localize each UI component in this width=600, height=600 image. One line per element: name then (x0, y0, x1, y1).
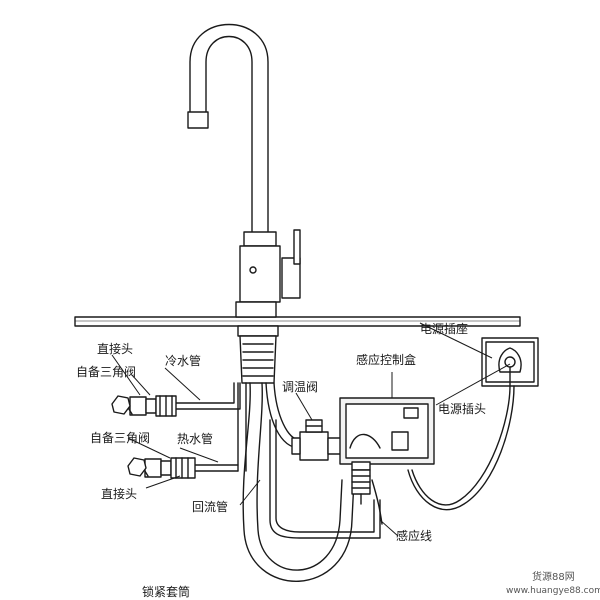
corner-valve-upper (111, 395, 177, 417)
label-power-socket: 电源插座 (420, 322, 469, 336)
sensor-control-box (339, 397, 435, 505)
label-return-pipe: 回流管 (192, 500, 229, 514)
temp-valve (291, 419, 343, 461)
gooseneck-spout (187, 23, 269, 236)
hot-water-line (194, 382, 247, 472)
sensor-wire (371, 479, 383, 525)
faucet-shank (237, 325, 279, 384)
label-lock-sleeve: 锁紧套筒 (142, 585, 191, 599)
corner-valve-lower (127, 457, 196, 479)
label-cold-pipe: 冷水管 (165, 354, 202, 368)
leader-lines (111, 322, 511, 537)
cold-water-line (174, 382, 241, 410)
watermark-url: www.huangye88.com (506, 586, 600, 596)
label-direct-connector-2: 直接头 (101, 487, 138, 501)
label-direct-connector-1: 直接头 (97, 342, 134, 356)
label-control-box: 感应控制盒 (356, 353, 417, 367)
label-hot-pipe: 热水管 (177, 432, 214, 446)
label-spare-valve-1: 自备三角阀 (76, 365, 137, 379)
power-cable (407, 385, 515, 511)
flexible-hose (242, 382, 355, 582)
power-socket (481, 337, 539, 387)
countertop (74, 316, 521, 327)
faucet-body (235, 229, 301, 318)
label-spare-valve-2: 自备三角阀 (90, 431, 151, 445)
label-power-plug: 电源插头 (438, 402, 487, 416)
label-sensor-wire: 感应线 (396, 529, 433, 543)
label-temp-valve: 调温阀 (282, 380, 319, 394)
watermark-title: 货源88网 (532, 572, 575, 583)
